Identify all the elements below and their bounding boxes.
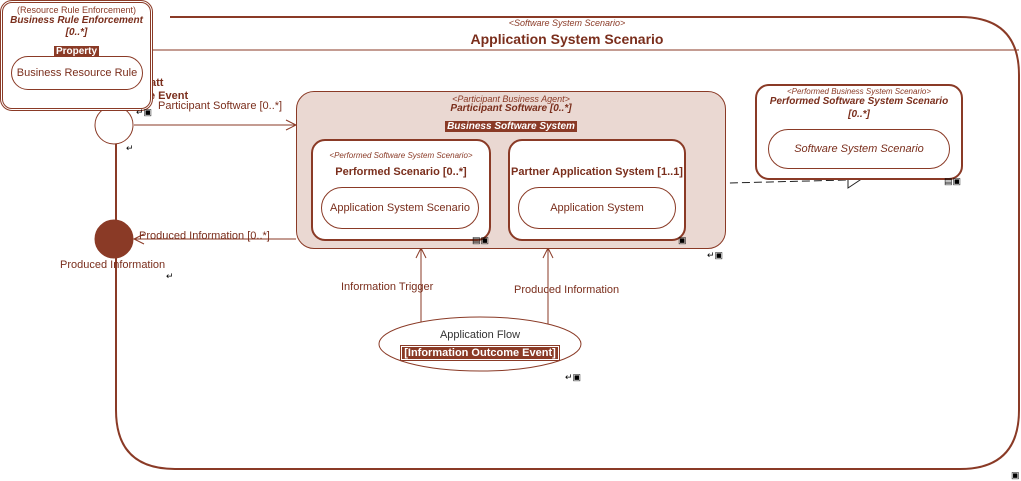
participant-tag: Business Software System: [445, 121, 577, 132]
port-corner-icon[interactable]: ↵: [126, 143, 134, 153]
scenario-corner-icon[interactable]: ▣: [1011, 470, 1020, 480]
performed-scenario-stereotype: <Performed Software System Scenario>: [329, 151, 473, 160]
hidden-fragment-1: att: [150, 77, 164, 89]
scenario-boundary: [115, 16, 1020, 470]
produced-information-arrowhead: [132, 233, 145, 245]
produced-information-port[interactable]: [94, 219, 134, 259]
performed-stereotype: <Performed Business System Scenario>: [786, 87, 932, 96]
participant-stereotype: <Participant Business Agent>: [452, 94, 570, 104]
performed-scenario-title: Performed Scenario [0..*]: [335, 166, 467, 178]
software-system-scenario[interactable]: Software System Scenario: [768, 129, 950, 169]
flow-corner-icon[interactable]: ↵▣: [565, 372, 582, 382]
performed-multiplicity: [0..*]: [848, 109, 870, 120]
participant-corner-icon[interactable]: ↵▣: [707, 250, 724, 260]
rule-box-title: Business Rule Enforcement: [10, 15, 143, 26]
performed-corner-icon[interactable]: ▤▣: [944, 176, 962, 186]
participant-software-label: Participant Software [0..*]: [158, 100, 283, 112]
produced-information-multi-label: Produced Information [0..*]: [139, 230, 270, 242]
application-system-scenario[interactable]: Application System Scenario: [321, 187, 479, 229]
rule-box[interactable]: (Resource Rule Enforcement) Business Rul…: [0, 0, 153, 111]
partner-corner-icon[interactable]: ▣: [678, 235, 687, 245]
rule-box-corner-icon[interactable]: ↵▣: [136, 107, 153, 117]
produced-information-label: Produced Information: [60, 259, 166, 271]
participant-port[interactable]: [94, 105, 134, 145]
scenario-stereotype: <Software System Scenario>: [508, 18, 626, 28]
business-resource-rule[interactable]: Business Resource Rule: [11, 56, 143, 90]
partner-application-title: Partner Application System [1..1]: [511, 166, 683, 178]
scenario-title: Application System Scenario: [470, 31, 664, 47]
application-flow-title: Application Flow: [439, 329, 521, 341]
application-system[interactable]: Application System: [518, 187, 676, 229]
produced-corner-icon[interactable]: ↵: [166, 271, 174, 281]
performed-title: Performed Software System Scenario: [769, 96, 949, 107]
rule-box-stereotype: (Resource Rule Enforcement): [16, 5, 137, 15]
hidden-fragment-2: e Event: [149, 90, 189, 102]
produced-information-flow-label: Produced Information: [514, 284, 620, 296]
rule-box-multiplicity: [0..*]: [65, 27, 88, 38]
performed-scenario-corner-icon[interactable]: ▤▣: [472, 235, 490, 245]
application-flow-tag: [Information Outcome Event]: [400, 345, 560, 361]
rule-box-tag: Property: [53, 46, 100, 57]
information-trigger-label: Information Trigger: [341, 281, 434, 293]
participant-title: Participant Software [0..*]: [450, 103, 572, 114]
